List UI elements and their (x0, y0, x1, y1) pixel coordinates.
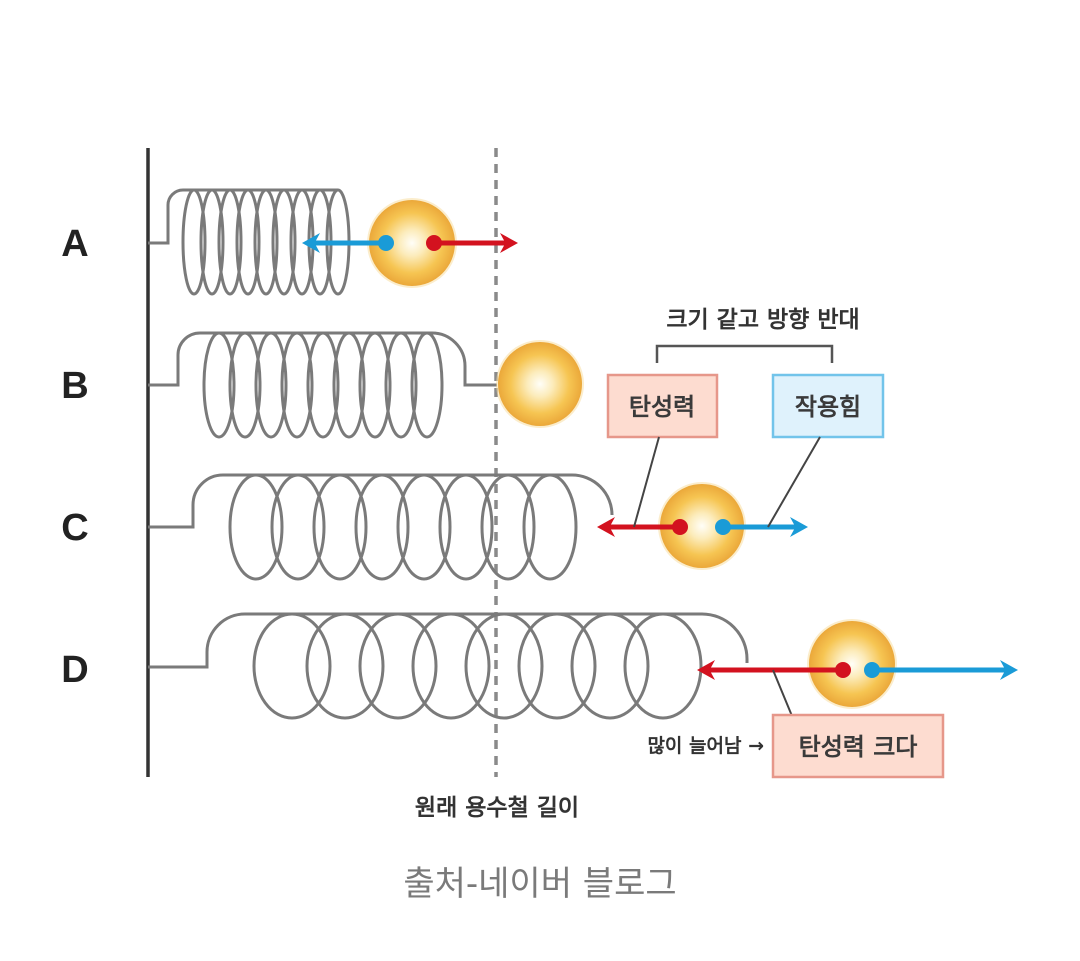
arrowhead-icon (790, 517, 808, 537)
spring-coil (199, 188, 225, 296)
elastic-force-box (606, 373, 719, 439)
spring-coil (270, 473, 326, 581)
spring-d (148, 612, 749, 720)
applied-force-box (771, 373, 885, 439)
spring-c (148, 473, 614, 581)
spring-coil (354, 473, 410, 581)
spring-wire (148, 188, 338, 245)
spring-coil (438, 473, 494, 581)
equal-opposite-label: 크기 같고 방향 반대 (666, 307, 859, 333)
elastic-force-large-label: 탄성력 크다 (799, 733, 918, 761)
spring-coil (202, 331, 236, 439)
spring-coil (517, 612, 597, 720)
spring-coil (235, 188, 261, 296)
ball-a (369, 200, 455, 286)
spring-coil (623, 612, 703, 720)
original-length-label: 원래 용수철 길이 (415, 795, 579, 821)
arrow-d-applied-force-dot (864, 662, 880, 678)
ball-d (809, 621, 895, 707)
balls (367, 198, 897, 709)
spring-coil (396, 473, 452, 581)
ball-c (660, 484, 744, 568)
row-label-d: D (61, 649, 88, 691)
spring-wire (148, 473, 614, 529)
spring-coil (410, 331, 444, 439)
bracket (655, 344, 834, 363)
source-caption: 출처-네이버 블로그 (403, 864, 677, 904)
spring-coil (181, 188, 207, 296)
spring-coil (306, 331, 340, 439)
row-label-c: C (61, 507, 88, 549)
row-label-a: A (61, 223, 88, 265)
arrowhead-icon (302, 233, 320, 253)
spring-coil (480, 473, 536, 581)
arrow-d-elastic-force-dot (835, 662, 851, 678)
spring-coil (358, 612, 438, 720)
arrowhead-icon (697, 660, 715, 680)
leader-line-applied (767, 436, 821, 528)
leader-line-elastic-large (772, 669, 793, 717)
spring-coil (252, 612, 332, 720)
spring-coil (280, 331, 314, 439)
spring-coil (228, 331, 262, 439)
spring-coil (411, 612, 491, 720)
spring-coil (464, 612, 544, 720)
spring-wire (148, 331, 497, 387)
spring-coil (570, 612, 650, 720)
spring-coil (384, 331, 418, 439)
spring-coil (305, 612, 385, 720)
arrow-c-elastic-force (597, 517, 688, 537)
spring-coil (271, 188, 297, 296)
spring-coil (358, 331, 392, 439)
arrow-a-applied-force (302, 233, 394, 253)
spring-coil (522, 473, 578, 581)
arrow-d-applied-force (864, 660, 1018, 680)
arrowhead-icon (500, 233, 518, 253)
elastic-force-large-box (771, 713, 945, 779)
leader-line-elastic (633, 436, 660, 528)
arrow-a-elastic-force (426, 233, 518, 253)
arrow-c-elastic-force-dot (672, 519, 688, 535)
spring-coil (332, 331, 366, 439)
applied-force-label: 작용힘 (795, 393, 861, 421)
elastic-force-label: 탄성력 (629, 393, 695, 421)
arrowhead-icon (1000, 660, 1018, 680)
spring-coil (253, 188, 279, 296)
arrow-d-elastic-force (697, 660, 851, 680)
spring-wire (148, 612, 749, 669)
spring-coil (254, 331, 288, 439)
spring-coil (228, 473, 284, 581)
arrow-a-elastic-force-dot (426, 235, 442, 251)
row-label-b: B (61, 365, 88, 407)
arrow-c-applied-force-dot (715, 519, 731, 535)
spring-b (148, 331, 497, 439)
arrow-a-applied-force-dot (378, 235, 394, 251)
force-arrows (302, 233, 1018, 680)
arrowhead-icon (597, 517, 615, 537)
arrow-c-applied-force (715, 517, 808, 537)
spring-coil (312, 473, 368, 581)
spring-coil (217, 188, 243, 296)
ball-b (498, 342, 582, 426)
springs (148, 188, 749, 720)
stretched-a-lot-label: 많이 늘어남 → (647, 735, 764, 757)
